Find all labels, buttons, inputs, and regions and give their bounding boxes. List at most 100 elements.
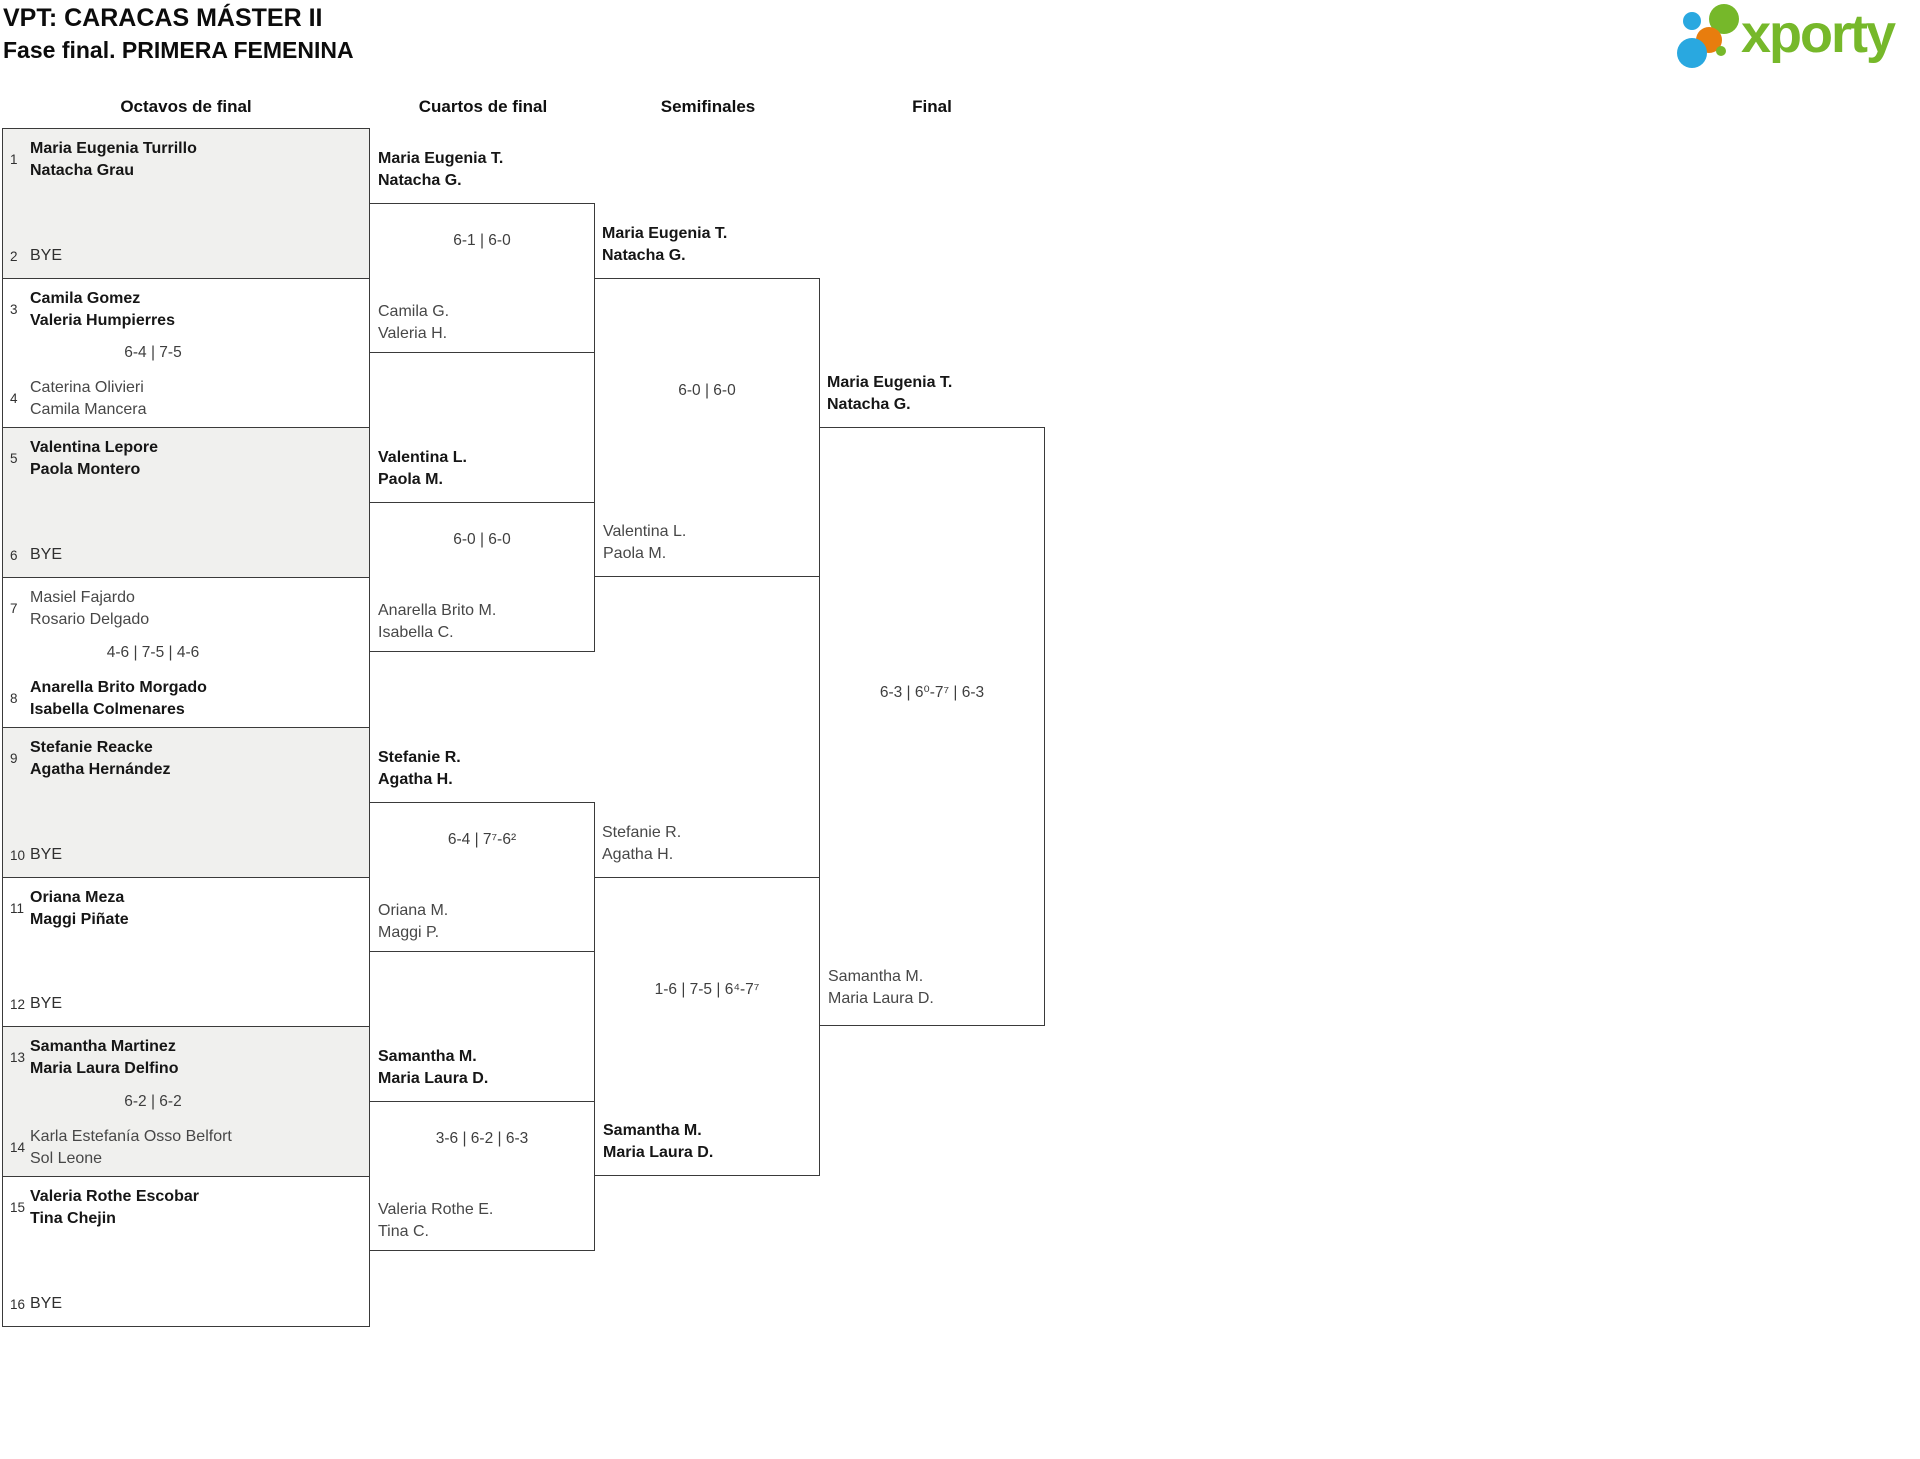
match-score: 6-2 | 6-2: [124, 1092, 182, 1110]
team-name-line: Oriana Meza: [30, 889, 125, 906]
xporty-logo: xporty: [1677, 2, 1918, 82]
seed-number: 14: [10, 1140, 26, 1155]
logo-dot-icon: [1683, 12, 1701, 30]
seed-number: 8: [10, 691, 18, 706]
team-name-line: Rosario Delgado: [30, 610, 150, 628]
page-subtitle: Fase final. PRIMERA FEMENINA: [3, 37, 354, 63]
advancing-team-label: Valentina L. Paola M.: [378, 447, 467, 490]
seed-number: 2: [10, 248, 18, 264]
match-score: 6-4 | 7⁷-6²: [447, 831, 517, 848]
team-slot: 12 BYE: [10, 995, 62, 1013]
team-name-line: Maria Eugenia Turrillo: [30, 140, 197, 157]
team-name-line: Valentina L.: [603, 523, 687, 540]
team-name-line: Samantha M.: [828, 968, 924, 985]
defeated-team-label: Anarella Brito M.Isabella C.: [378, 600, 496, 643]
seed-number: 10: [10, 847, 26, 863]
team-name-line: Valeria Humpierres: [30, 311, 175, 329]
team-name-line: Camila G.: [378, 303, 450, 320]
advancing-team-label: Maria Eugenia T.Natacha G.: [378, 148, 503, 191]
seed-number: 15: [10, 1200, 26, 1215]
match-score: 6-0 | 6-0: [453, 531, 511, 548]
qf-match-box-2: 6-0 | 6-0 Anarella Brito M.Isabella C.: [369, 502, 595, 652]
team-name-line: Samantha M.: [603, 1122, 702, 1139]
team-name-line: Camila Mancera: [30, 400, 147, 418]
final-match-box: 6-3 | 6⁰-7⁷ | 6-3 Samantha M. Maria Laura…: [819, 427, 1045, 1026]
team-name-line: Maria Laura Delfino: [30, 1059, 179, 1077]
seed-number: 7: [10, 601, 18, 616]
match-score: 4-6 | 7-5 | 4-6: [106, 643, 200, 661]
seed-number: 11: [10, 901, 25, 916]
logo-dot-icon: [1677, 38, 1707, 68]
team-name-line: Stefanie R.: [378, 749, 461, 766]
team-name-line: Agatha H.: [378, 770, 453, 788]
team-name-line: Agatha Hernández: [30, 760, 171, 778]
qf-match-box-4: 3-6 | 6-2 | 6-3 Valeria Rothe E.Tina C.: [369, 1101, 595, 1251]
team-name-line: Maria Eugenia T.: [827, 374, 953, 391]
team-name-line: Stefanie Reacke: [30, 739, 153, 756]
team-name-line: Anarella Brito M.: [378, 602, 497, 619]
bye-label: BYE: [30, 546, 63, 563]
match-score: 6-4 | 7-5: [124, 344, 182, 361]
team-name-line: Maggi Piñate: [30, 910, 129, 928]
team-slot: 10 BYE: [10, 846, 62, 864]
team-name-line: Paola M.: [378, 470, 443, 488]
seed-number: 9: [10, 751, 18, 766]
defeated-team-label: Oriana M.Maggi P.: [378, 900, 448, 943]
bye-label: BYE: [30, 995, 63, 1012]
team-name-line: Anarella Brito Morgado: [30, 679, 207, 696]
team-name-line: Valentina Lepore: [30, 439, 159, 456]
team-name-line: Stefanie R.: [602, 824, 682, 841]
defeated-team-label: Samantha M. Maria Laura D.: [828, 966, 934, 1009]
defeated-team-label: Stefanie R.Agatha H.: [602, 822, 681, 865]
match-score: 3-6 | 6-2 | 6-3: [435, 1130, 529, 1147]
team-name-line: Masiel Fajardo: [30, 589, 135, 606]
round-header-cuartos: Cuartos de final: [418, 97, 548, 116]
team-name-line: Valeria Rothe E.: [378, 1201, 494, 1218]
page-title: VPT: CARACAS MÁSTER II: [3, 4, 323, 32]
team-name-line: Maria Eugenia T.: [378, 150, 504, 167]
bye-label: BYE: [30, 846, 63, 863]
team-name-line: Sol Leone: [30, 1149, 103, 1167]
team-name-line: Maria Eugenia T.: [602, 225, 728, 242]
seed-number: 3: [10, 302, 18, 317]
team-name-line: Isabella Colmenares: [30, 700, 185, 718]
seed-number: 1: [10, 152, 18, 167]
team-name-line: Caterina Olivieri: [30, 379, 144, 396]
team-name-line: Valentina L.: [378, 449, 467, 466]
team-name-line: Samantha M.: [378, 1048, 477, 1065]
logo-wordmark: xporty: [1741, 4, 1896, 64]
team-name-line: Valeria Rothe Escobar: [30, 1188, 199, 1205]
match-score: 6-1 | 6-0: [453, 232, 511, 249]
team-name-line: Paola Montero: [30, 460, 141, 478]
match-score: 1-6 | 7-5 | 6⁴-7⁷: [654, 981, 760, 998]
qf-match-box-3: 6-4 | 7⁷-6² Oriana M.Maggi P.: [369, 802, 595, 952]
team-name-line: Oriana M.: [378, 902, 449, 919]
bye-label: BYE: [30, 247, 63, 264]
seed-number: 13: [10, 1050, 26, 1065]
team-name-line: Maria Laura D.: [828, 989, 934, 1007]
defeated-team-label: Valentina L.Paola M.: [603, 521, 686, 564]
team-name-line: Tina Chejin: [30, 1209, 116, 1227]
match-score: 6-3 | 6⁰-7⁷ | 6-3: [879, 684, 985, 701]
bye-label: BYE: [30, 1295, 63, 1312]
